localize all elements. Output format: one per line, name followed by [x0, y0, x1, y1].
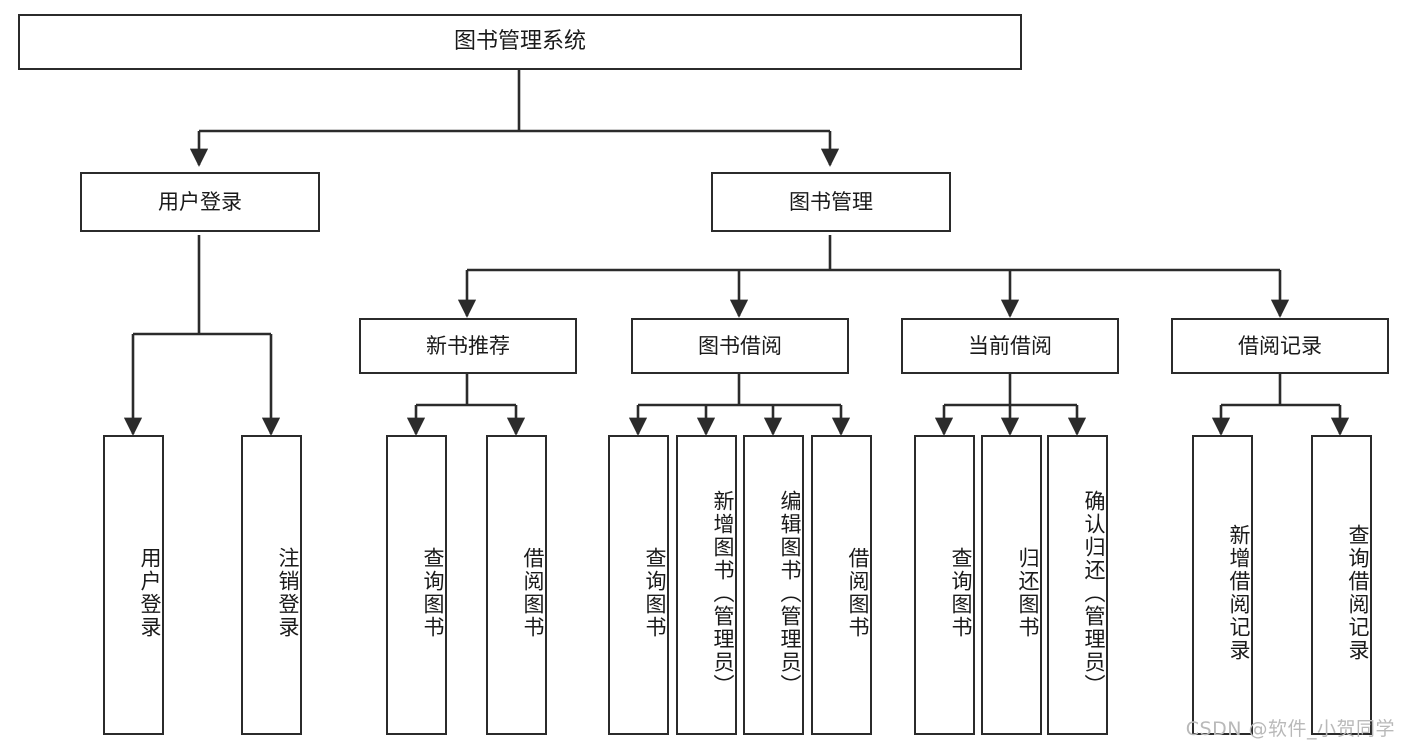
leaf-query-book-1-label: 查询图书 [421, 547, 445, 639]
node-user-login[interactable]: 用户登录 [80, 172, 320, 232]
leaf-borrow-book-2[interactable]: 借阅图书 [811, 435, 872, 735]
leaf-query-record[interactable]: 查询借阅记录 [1311, 435, 1372, 735]
leaf-confirm-return-label: 确认归还（管理员） [1082, 489, 1106, 697]
node-new-book-recommend[interactable]: 新书推荐 [359, 318, 577, 374]
node-root[interactable]: 图书管理系统 [18, 14, 1022, 70]
node-current-borrow[interactable]: 当前借阅 [901, 318, 1119, 374]
leaf-query-book-2-label: 查询图书 [643, 547, 667, 639]
node-root-label: 图书管理系统 [453, 29, 586, 55]
leaf-return-book-label: 归还图书 [1016, 547, 1040, 639]
leaf-query-book-1[interactable]: 查询图书 [386, 435, 447, 735]
leaf-edit-book-label: 编辑图书（管理员） [778, 489, 802, 697]
node-book-manage-label: 图书管理 [789, 189, 873, 214]
leaf-query-book-3[interactable]: 查询图书 [914, 435, 975, 735]
leaf-user-login-label: 用户登录 [138, 547, 162, 639]
leaf-user-logout-label: 注销登录 [276, 547, 300, 639]
node-current-borrow-label: 当前借阅 [968, 333, 1052, 358]
leaf-user-logout[interactable]: 注销登录 [241, 435, 302, 735]
leaf-borrow-book-1[interactable]: 借阅图书 [486, 435, 547, 735]
leaf-query-record-label: 查询借阅记录 [1346, 524, 1370, 662]
leaf-user-login[interactable]: 用户登录 [103, 435, 164, 735]
leaf-borrow-book-1-label: 借阅图书 [521, 547, 545, 639]
node-user-login-label: 用户登录 [158, 189, 242, 214]
leaf-confirm-return[interactable]: 确认归还（管理员） [1047, 435, 1108, 735]
leaf-query-book-3-label: 查询图书 [949, 547, 973, 639]
node-book-borrow[interactable]: 图书借阅 [631, 318, 849, 374]
leaf-return-book[interactable]: 归还图书 [981, 435, 1042, 735]
leaf-add-book[interactable]: 新增图书（管理员） [676, 435, 737, 735]
node-borrow-record[interactable]: 借阅记录 [1171, 318, 1389, 374]
leaf-add-book-label: 新增图书（管理员） [711, 489, 735, 697]
leaf-add-record-label: 新增借阅记录 [1227, 524, 1251, 662]
leaf-add-record[interactable]: 新增借阅记录 [1192, 435, 1253, 735]
node-book-borrow-label: 图书借阅 [698, 333, 782, 358]
leaf-query-book-2[interactable]: 查询图书 [608, 435, 669, 735]
node-new-book-recommend-label: 新书推荐 [426, 333, 510, 358]
leaf-borrow-book-2-label: 借阅图书 [846, 547, 870, 639]
node-borrow-record-label: 借阅记录 [1238, 333, 1322, 358]
node-book-manage[interactable]: 图书管理 [711, 172, 951, 232]
leaf-edit-book[interactable]: 编辑图书（管理员） [743, 435, 804, 735]
watermark: CSDN @软件_小贺同学 [1185, 718, 1395, 740]
